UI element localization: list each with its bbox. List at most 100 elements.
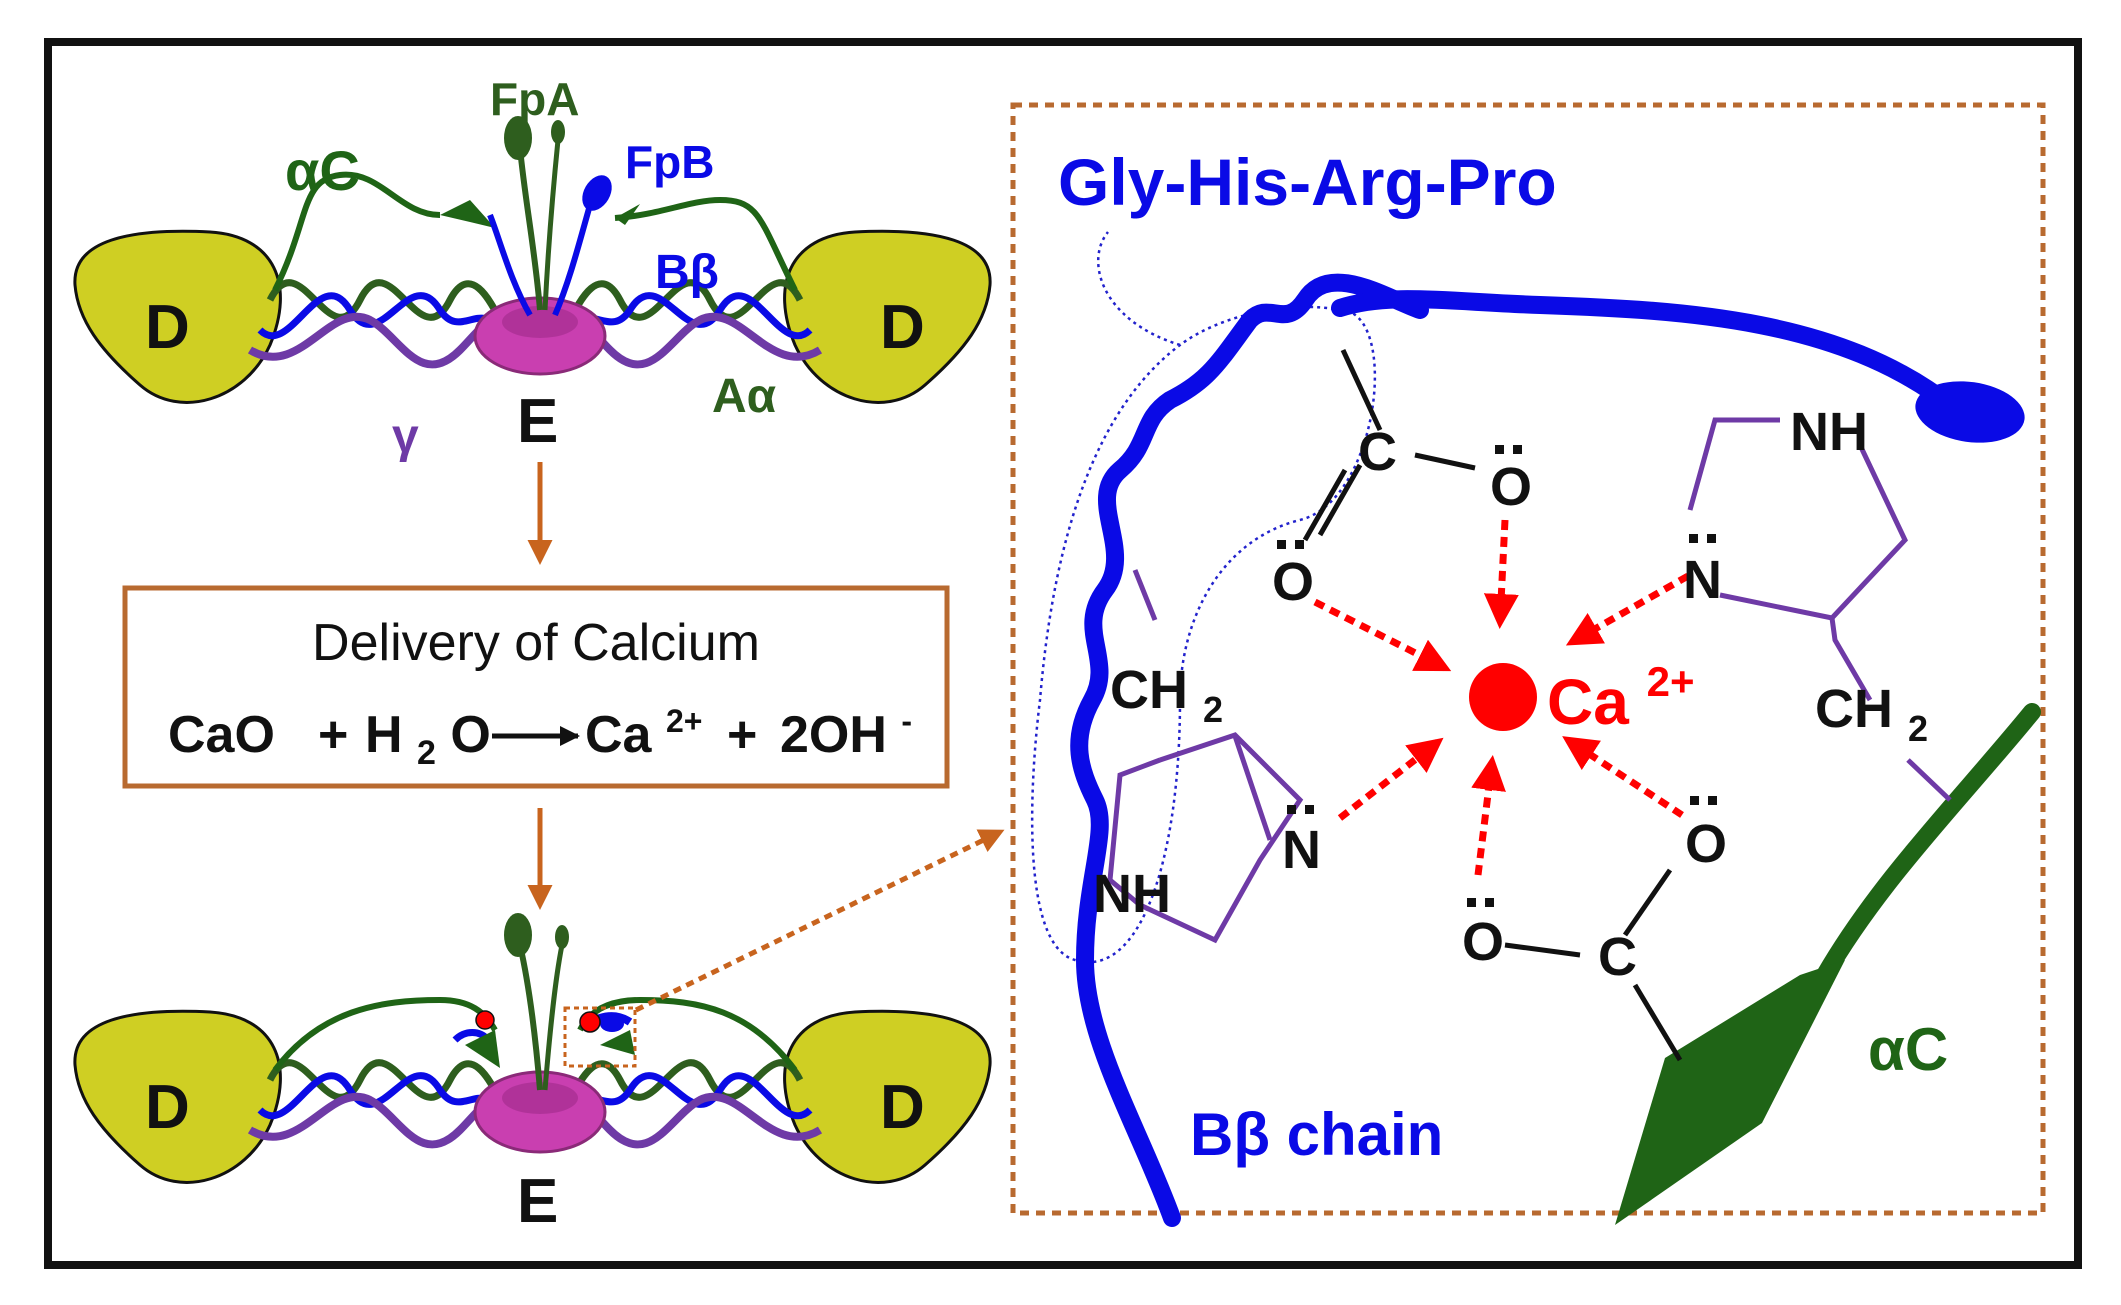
atom-o-bottom: O <box>1462 912 1504 972</box>
fpa-stalk-bottom-2 <box>542 944 565 1091</box>
eq-product-ca-sup: 2+ <box>666 703 702 739</box>
label-d-right-top: D <box>880 293 925 362</box>
reaction-box: Delivery of Calcium CaO + H 2 O Ca 2+ + … <box>122 585 950 789</box>
ring-left-n-bond <box>1232 735 1273 841</box>
reaction-equation: CaO + H 2 O Ca 2+ + 2OH - <box>168 686 912 776</box>
coord-arrow-n-right <box>1565 572 1690 646</box>
alpha-c-loop-right-bottom <box>577 996 798 1072</box>
zoom-region-box <box>563 1006 637 1068</box>
bottom-fibrinogen-molecule: D D E <box>73 913 992 1236</box>
b-beta-chain-arc <box>1331 290 1959 414</box>
label-fpa: FpA <box>490 73 579 125</box>
fpb-head-bottom <box>600 1016 624 1032</box>
label-alpha-c-top: αC <box>285 139 360 202</box>
label-e-bottom: E <box>517 1167 558 1236</box>
label-gamma: γ <box>392 410 419 463</box>
atom-n-left: N <box>1282 820 1321 880</box>
alpha-c-head-right <box>615 204 640 225</box>
d-domain-right-bottom <box>783 1009 992 1184</box>
label-d-right-bottom: D <box>880 1073 925 1142</box>
alpha-c-head-right-bottom <box>600 1030 635 1055</box>
label-d-left-top: D <box>145 293 190 362</box>
atom-c-bottom: C <box>1598 927 1637 987</box>
coordination-arrows <box>1313 519 1690 876</box>
coord-arrow-o-bottom <box>1471 755 1506 876</box>
eq-product-oh: 2OH <box>780 706 887 764</box>
lone-pair-dots <box>1277 445 1717 907</box>
calcium-charge: 2+ <box>1647 658 1695 705</box>
bond-c-bottom-o-right <box>1622 868 1673 937</box>
fpa-stalk-1 <box>517 147 543 311</box>
calcium-symbol: Ca <box>1547 666 1629 738</box>
fpb-stalk-right <box>552 204 593 317</box>
d-domain-right <box>783 229 992 404</box>
bond-c-top-o-left <box>1317 463 1363 537</box>
fpa-stalk-bottom-1 <box>517 944 543 1091</box>
fpa-stalk-2 <box>542 139 561 311</box>
atom-nh-left: NH <box>1093 864 1171 924</box>
coord-arrow-o-right <box>1562 736 1684 818</box>
coord-arrow-n-left <box>1337 737 1444 821</box>
atom-ch2-right: CH 2 <box>1815 679 1928 749</box>
atom-n-top: N <box>1683 550 1722 610</box>
top-fibrinogen-molecule: αC FpA FpB Bβ D D E γ Aα <box>73 73 992 463</box>
calcium-dot-right <box>579 1011 601 1033</box>
calcium-ion <box>1469 663 1537 731</box>
eq-reactant-cao: CaO <box>168 706 275 764</box>
bond-c-bottom-o-left <box>1504 942 1581 958</box>
label-fpb: FpB <box>625 136 714 188</box>
fpa-head-bottom-2 <box>555 925 569 949</box>
zoom-callout-arrow <box>634 829 1005 1013</box>
atom-nh-top: NH <box>1790 402 1868 462</box>
d-domain-left <box>73 229 282 404</box>
b-beta-chain-strand <box>1070 273 1429 1227</box>
atom-o-right: O <box>1685 814 1727 874</box>
alpha-c-head-left-bottom <box>465 1030 500 1068</box>
reaction-box-frame <box>122 585 950 789</box>
atom-c-top: C <box>1358 422 1397 482</box>
label-a-alpha: Aα <box>712 370 777 423</box>
imidazole-ring-right <box>1687 417 1952 802</box>
atom-o-left: O <box>1272 552 1314 612</box>
bond-c-bottom-down <box>1632 983 1683 1062</box>
calcium-label: Ca 2+ <box>1547 658 1694 738</box>
eq-o: O <box>450 706 490 764</box>
atom-ch2-right-sub: 2 <box>1908 708 1928 749</box>
atom-o-top: O <box>1490 457 1532 517</box>
peptide-dotted-outline <box>1030 231 1376 964</box>
beta-chain-right-bottom <box>567 1072 813 1120</box>
calcium-dot-left <box>475 1010 495 1030</box>
fpa-head-1 <box>504 116 532 160</box>
coord-arrow-o-top <box>1483 519 1519 629</box>
alpha-c-strand <box>1816 703 2041 984</box>
bond-c-top-o <box>1414 452 1476 471</box>
detail-panel-frame <box>1010 102 2046 1216</box>
bond-c-top-o-left-2 <box>1302 468 1348 542</box>
alpha-c-label-panel: αC <box>1868 1016 1948 1083</box>
beta-chain-left <box>257 292 503 340</box>
alpha-chain-right-bottom <box>566 1059 804 1102</box>
eq-plus-2: + <box>727 706 757 764</box>
eq-plus-1: + <box>318 706 348 764</box>
label-d-left-bottom: D <box>145 1073 190 1142</box>
atom-ch2-left-ch: CH <box>1110 660 1188 720</box>
fpb-head <box>582 175 612 211</box>
peptide-label: Gly-His-Arg-Pro <box>1058 145 1557 219</box>
fpa-head-bottom-1 <box>504 913 532 957</box>
fpa-head-2 <box>551 120 565 144</box>
eq-product-ca: Ca <box>585 706 653 764</box>
atom-ch2-right-ch: CH <box>1815 679 1893 739</box>
alpha-c-head-left <box>440 200 495 228</box>
alpha-chain-left-bottom <box>266 1059 504 1102</box>
b-beta-chain-end <box>1915 381 2025 443</box>
d-domain-left-bottom <box>73 1009 282 1184</box>
b-beta-chain-label: Bβ chain <box>1190 1101 1443 1168</box>
alpha-c-arrowhead <box>1615 960 1845 1225</box>
beta-chain-right <box>567 292 813 340</box>
beta-chain-left-bottom <box>257 1072 503 1120</box>
alpha-c-loop-right <box>614 196 798 292</box>
alpha-chain-right <box>566 279 804 322</box>
alpha-chain-left <box>266 279 504 322</box>
fpb-stalk-left <box>487 213 533 317</box>
